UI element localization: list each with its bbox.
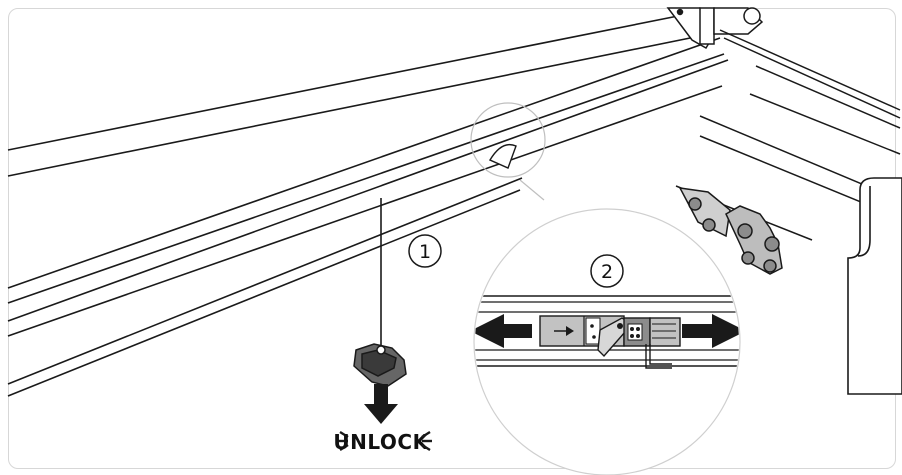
zoom-detail	[473, 208, 741, 475]
unlock-label: UNLOCK	[333, 430, 432, 454]
callout-step-1: 1	[408, 234, 442, 268]
carriage-detail	[470, 102, 546, 201]
right-arrow-icon	[682, 314, 739, 348]
release-handle	[353, 343, 407, 387]
step-1-number: 1	[419, 241, 431, 263]
callout-step-2: 2	[590, 254, 624, 288]
step-2-number: 2	[601, 261, 613, 283]
hinge-bracket	[678, 187, 783, 275]
top-mechanism	[666, 7, 901, 119]
unlock-text: UNLOCK	[333, 430, 429, 454]
small-right-arrow-icon	[554, 326, 574, 336]
down-arrow-icon	[364, 384, 398, 424]
door-panel	[847, 177, 902, 395]
rail	[7, 13, 729, 397]
right-track-lines	[675, 65, 901, 241]
left-arrow-icon	[475, 314, 532, 348]
